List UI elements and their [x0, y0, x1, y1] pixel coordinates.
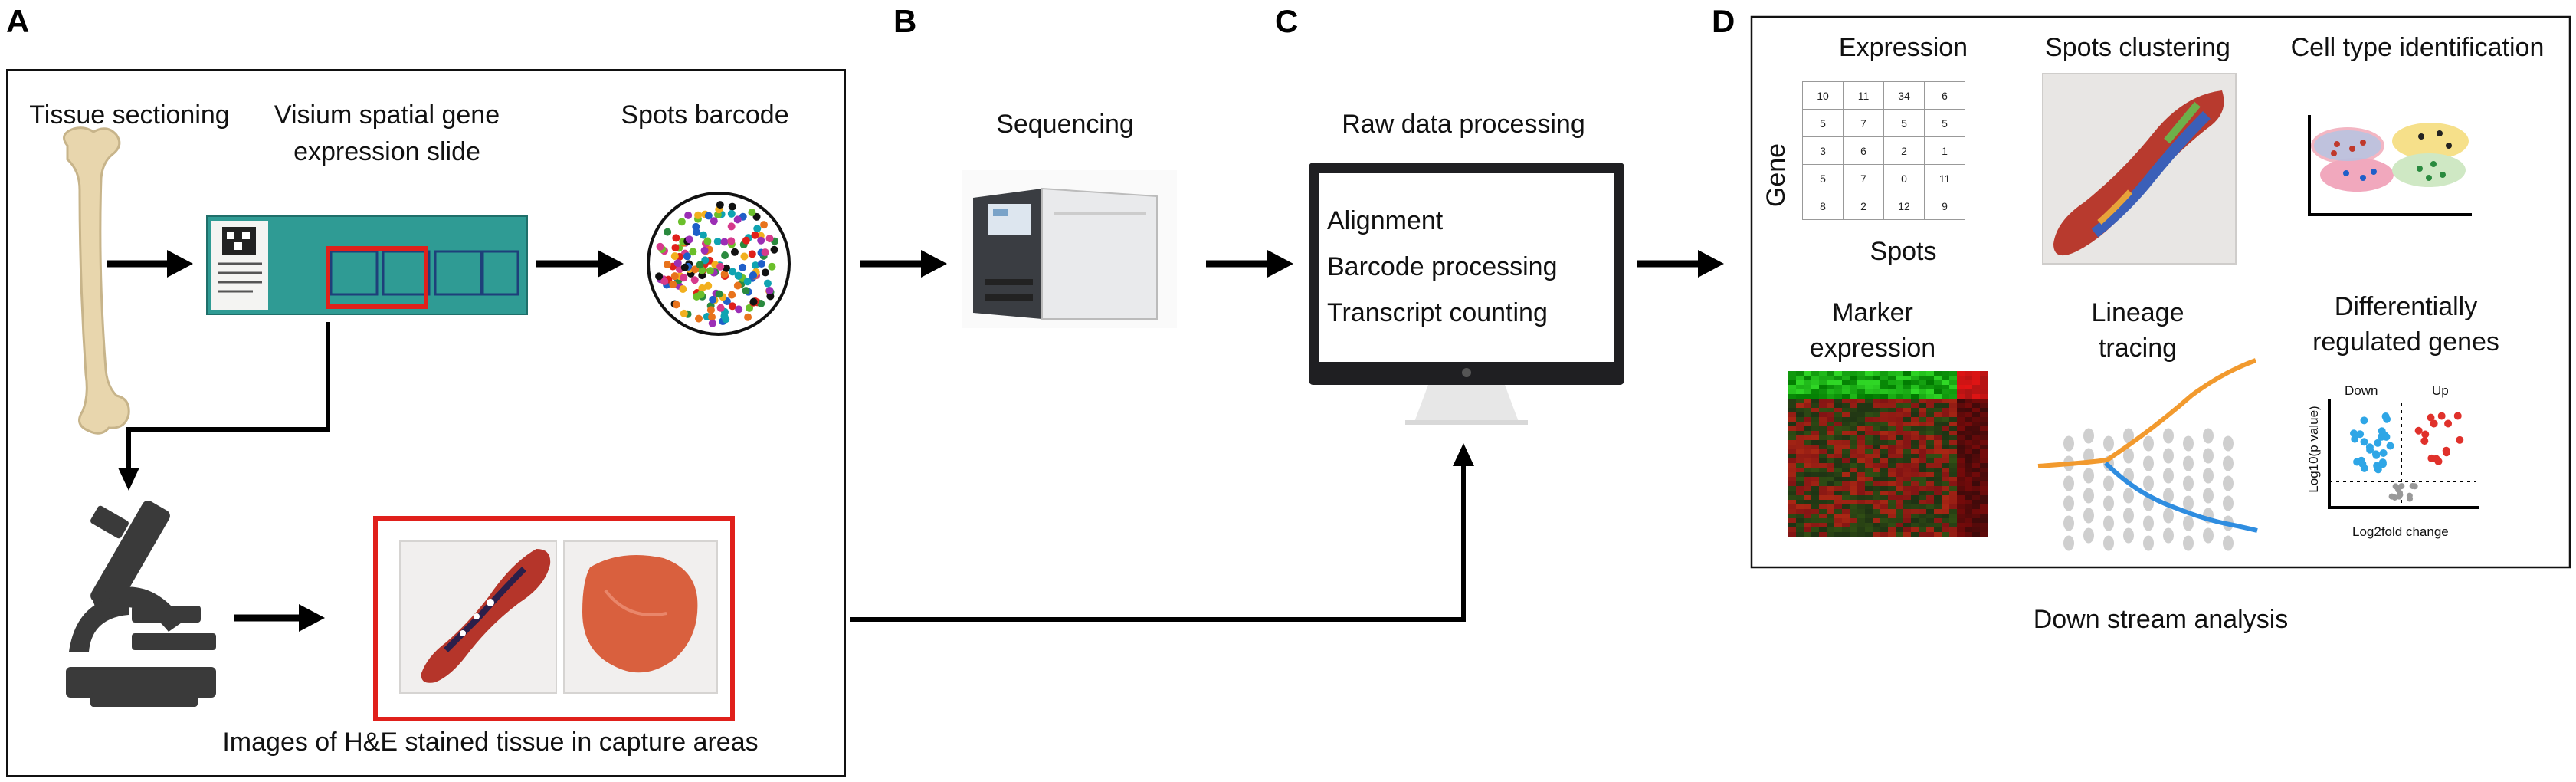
- visium-slide-label-2: expression slide: [293, 137, 480, 166]
- matrix-cell: 3: [1802, 136, 1844, 165]
- processing-steps: Alignment Barcode processing Transcript …: [1327, 198, 1558, 336]
- matrix-cell: 11: [1924, 164, 1965, 192]
- spots-axis-label: Spots: [1870, 237, 1937, 266]
- matrix-cell: 7: [1843, 109, 1884, 137]
- marker-expression-label-2: expression: [1809, 334, 1936, 363]
- matrix-cell: 34: [1883, 81, 1925, 110]
- lineage-tracing-label-2: tracing: [2098, 334, 2178, 363]
- matrix-cell: 12: [1883, 192, 1925, 220]
- cell-type-identification-label: Cell type identification: [2290, 33, 2545, 62]
- step-transcript-counting: Transcript counting: [1327, 298, 1548, 327]
- panel-letter-b: B: [893, 3, 917, 39]
- arrow-c-to-d: [1637, 250, 1724, 278]
- matrix-cell: 8: [1802, 192, 1844, 220]
- gene-axis-label: Gene: [1761, 143, 1791, 208]
- matrix-cell: 11: [1843, 81, 1884, 110]
- he-images-label: Images of H&E stained tissue in capture …: [222, 728, 759, 757]
- matrix-cell: 2: [1883, 136, 1925, 165]
- sequencing-label: Sequencing: [996, 110, 1134, 139]
- spots-clustering-image: [2042, 73, 2237, 264]
- lineage-tracing-label-1: Lineage: [2091, 298, 2184, 327]
- spots-barcode-label: Spots barcode: [621, 100, 789, 130]
- volcano-up-label: Up: [2432, 383, 2449, 398]
- step-alignment: Alignment: [1327, 206, 1444, 235]
- volcano-down-label: Down: [2345, 383, 2378, 398]
- diff-genes-label-1: Differentially: [2334, 292, 2478, 321]
- panel-letter-c: C: [1275, 3, 1299, 39]
- volcano-x-label: Log2fold change: [2352, 524, 2449, 539]
- downstream-analysis-label: Down stream analysis: [2033, 605, 2289, 634]
- panel-a-frame: [6, 69, 846, 777]
- matrix-cell: 1: [1924, 136, 1965, 165]
- volcano-y-label: Log10(p value): [2306, 406, 2321, 493]
- arrow-he-to-processing: [850, 443, 1474, 622]
- tissue-sectioning-label: Tissue sectioning: [29, 100, 230, 130]
- matrix-cell: 6: [1924, 81, 1965, 110]
- matrix-cell: 5: [1802, 164, 1844, 192]
- expression-label: Expression: [1838, 33, 1968, 62]
- marker-expression-label-1: Marker: [1832, 298, 1913, 327]
- panel-letter-a: A: [6, 3, 30, 39]
- panel-letter-d: D: [1712, 3, 1735, 39]
- arrow-b-to-c: [1206, 250, 1293, 278]
- matrix-cell: 5: [1924, 109, 1965, 137]
- matrix-cell: 9: [1924, 192, 1965, 220]
- matrix-cell: 0: [1883, 164, 1925, 192]
- diff-genes-label-2: regulated genes: [2312, 327, 2499, 356]
- cell-type-dots: [2331, 130, 2452, 181]
- raw-data-processing-label: Raw data processing: [1342, 110, 1585, 139]
- matrix-cell: 7: [1843, 164, 1884, 192]
- volcano-plot: [2328, 399, 2479, 509]
- matrix-cell: 5: [1802, 109, 1844, 137]
- sequencer-image: [962, 170, 1177, 328]
- lineage-curves: [2037, 358, 2258, 533]
- matrix-cell: 2: [1843, 192, 1884, 220]
- marker-heatmap: [1788, 371, 1988, 537]
- matrix-cell: 10: [1802, 81, 1844, 110]
- visium-slide-label-1: Visium spatial gene: [274, 100, 500, 130]
- spots-clustering-label: Spots clustering: [2045, 33, 2230, 62]
- matrix-cell: 6: [1843, 136, 1884, 165]
- arrow-a-to-b: [860, 250, 947, 278]
- matrix-cell: 5: [1883, 109, 1925, 137]
- step-barcode-processing: Barcode processing: [1327, 252, 1558, 281]
- volcano-dots: [2350, 412, 2464, 502]
- lineage-dots: [2063, 428, 2234, 551]
- cell-type-plot: [2308, 115, 2472, 216]
